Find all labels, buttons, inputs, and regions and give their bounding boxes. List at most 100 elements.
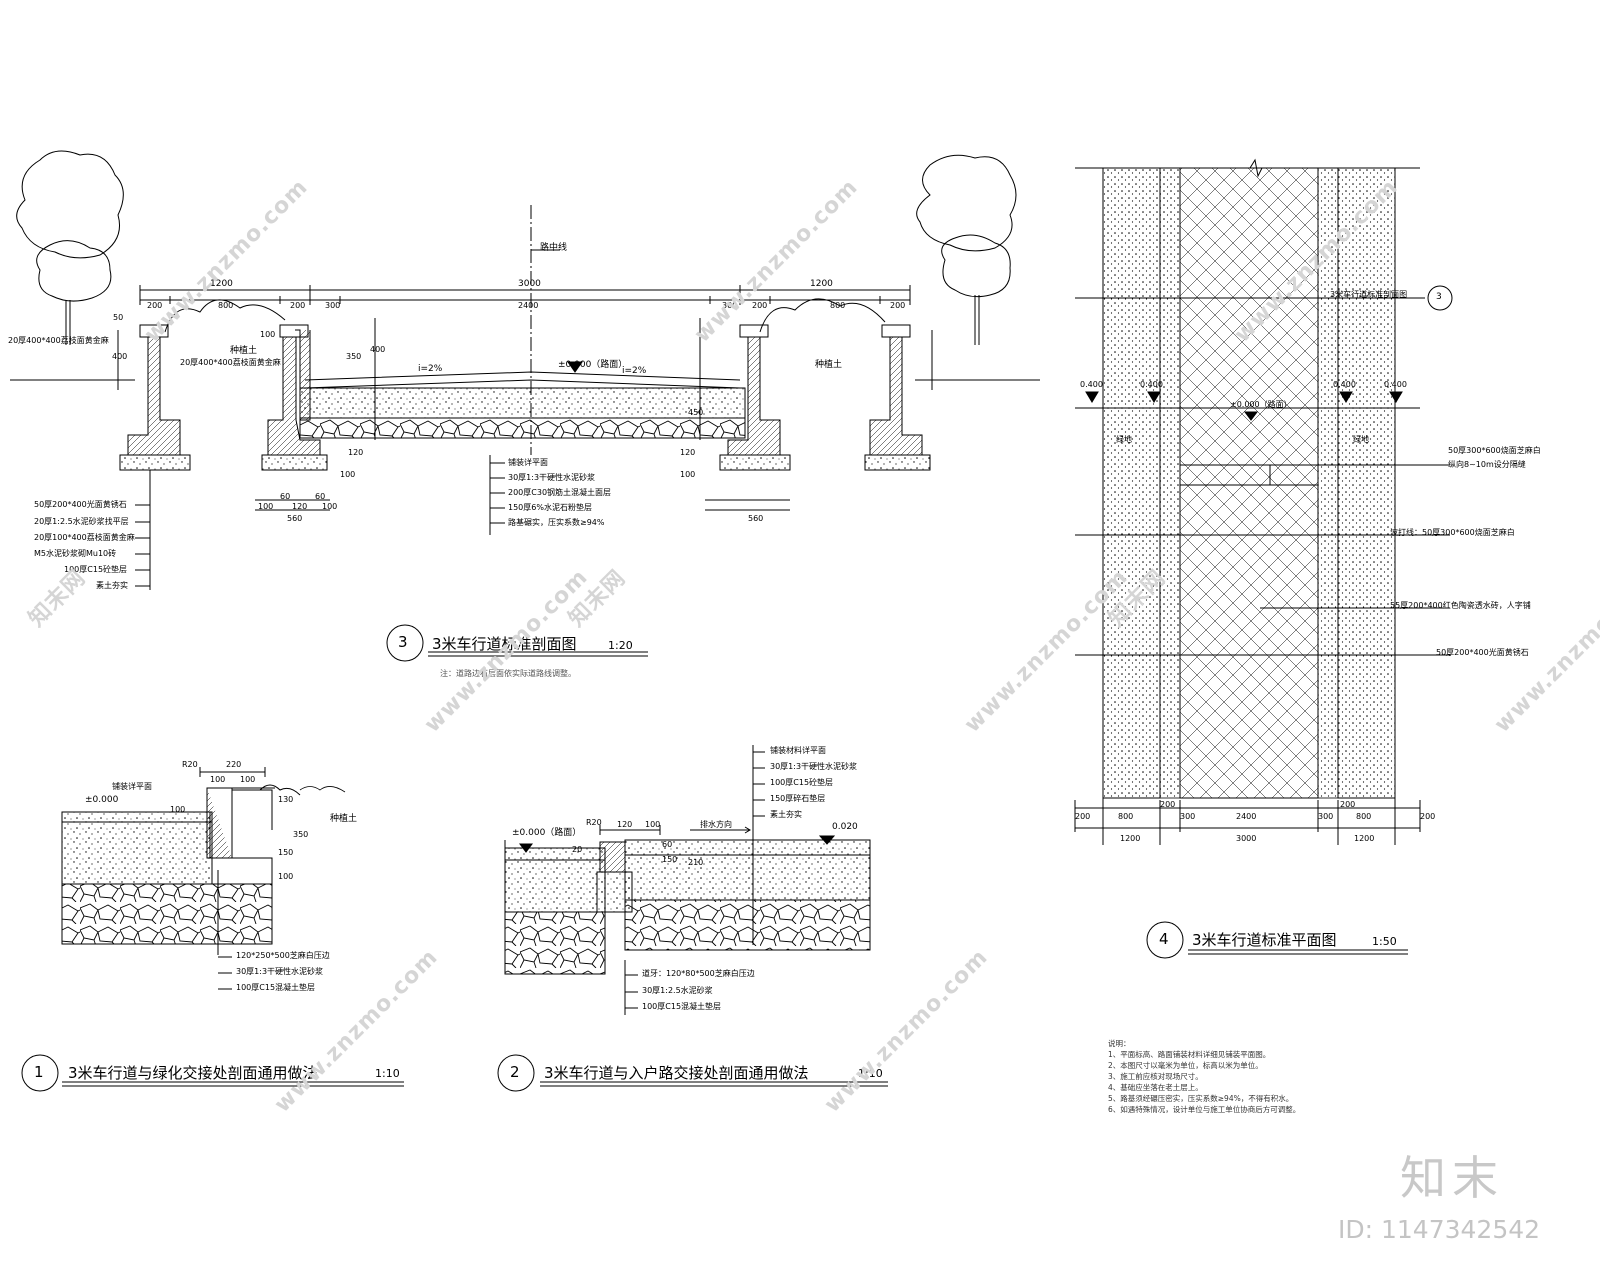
s1-layer-1: 120*250*500芝麻白压边 <box>236 951 330 960</box>
slope-left-label: i=2% <box>418 364 443 374</box>
plan-dim1-8: 800 <box>1356 812 1372 821</box>
fence-left-label: 种植土 <box>230 346 258 356</box>
plan-green-left: 绿地 <box>1116 435 1132 444</box>
note-line-6: 6、如遇特殊情况，设计单位与施工单位协商后方可调整。 <box>1108 1105 1301 1114</box>
s1-dim-1: 220 <box>226 760 242 769</box>
plan-green-right: 绿地 <box>1353 435 1369 444</box>
fence-right-label: 种植土 <box>815 360 843 370</box>
dim-second-3: 200 <box>290 301 306 310</box>
curb-top-mid-label: 20厚400*400荔枝面黄金麻 <box>180 358 281 367</box>
s1-dim-3: 100 <box>240 775 256 784</box>
plan-dim1-7: 200 <box>1340 800 1356 809</box>
plan-dim2-3: 1200 <box>1354 834 1375 843</box>
section3-note: 注：道路边石层面依实际道路线调整。 <box>440 669 576 678</box>
s2-dim-4: 20 <box>572 845 583 854</box>
s1-dim-5: 130 <box>278 795 294 804</box>
vdim-3: 350 <box>346 352 362 361</box>
dim-second-5: 2400 <box>518 301 539 310</box>
plan-label-1: 50厚300*600烧面芝麻白 <box>1448 446 1541 455</box>
plan-label-5: 50厚200*400光面黄锈石 <box>1436 648 1529 657</box>
s2-dim-3: R20 <box>586 818 602 827</box>
vdim-4: 400 <box>370 345 386 354</box>
s2-layer-top-1: 铺装材料详平面 <box>770 746 826 755</box>
s1-layer-2: 30厚1:3干硬性水泥砂浆 <box>236 967 324 976</box>
layer-center-5: 路基碾实，压实系数≥94% <box>508 518 605 527</box>
footing-dim-2: 60 <box>280 492 291 501</box>
plan-dim1-9: 200 <box>1420 812 1436 821</box>
s2-layer-bottom-1: 道牙：120*80*500芝麻白压边 <box>642 969 755 978</box>
plan-dim2-2: 3000 <box>1236 834 1257 843</box>
plan-elev-4: 0.400 <box>1384 380 1407 389</box>
s1-dim-2: 100 <box>210 775 226 784</box>
section2-title: 3米车行道与入户路交接处剖面通用做法 <box>544 1064 809 1082</box>
footing-dim-4: 60 <box>315 492 326 501</box>
footing-dim-5: 100 <box>322 502 338 511</box>
plan4-number: 4 <box>1159 930 1169 948</box>
s1-fence: 种植土 <box>330 814 358 824</box>
plan4-title: 3米车行道标准平面图 <box>1192 931 1337 949</box>
footing-dim-1: 100 <box>258 502 274 511</box>
vdim-1: 50 <box>113 313 124 322</box>
plan-dim2-1: 1200 <box>1120 834 1141 843</box>
dim-second-4: 300 <box>325 301 341 310</box>
dim-top-3: 1200 <box>810 279 833 289</box>
section1-scale: 1:10 <box>375 1067 400 1080</box>
s2-dim-7: 60 <box>662 840 673 849</box>
s1-dim-6: 350 <box>293 830 309 839</box>
watermark-id: ID: 1147342542 <box>1338 1215 1541 1244</box>
s2-dim-5: 150 <box>662 855 678 864</box>
layer-left-4: M5水泥砂浆砌Mu10砖 <box>34 549 117 558</box>
s1-layer-3: 100厚C15混凝土垫层 <box>236 983 316 992</box>
layer-center-4: 150厚6%水泥石粉垫层 <box>508 503 592 512</box>
vdim-5: 100 <box>260 330 276 339</box>
section3-scale: 1:20 <box>608 639 633 652</box>
layer-left-5: 100厚C15砼垫层 <box>64 565 128 574</box>
layer-center-3: 200厚C30钢筋土混凝土面层 <box>508 488 612 497</box>
dim-top-1: 1200 <box>210 279 233 289</box>
section3-drawing <box>10 150 1040 662</box>
s1-pave-label: 铺装详平面 <box>112 782 152 791</box>
s2-elev-left: ±0.000（路面） <box>512 828 582 838</box>
plan-label-3: 波打线：50厚300*600烧面芝麻白 <box>1390 528 1515 537</box>
vdim-8: 100 <box>340 470 356 479</box>
road-elevation-label: ±0.000（路面） <box>558 360 628 370</box>
plan4-drawing <box>1074 158 1453 959</box>
s2-dim-2: 100 <box>645 820 661 829</box>
footing-dim-3: 120 <box>292 502 308 511</box>
tree-left-icon <box>16 150 124 345</box>
vdim-7: 120 <box>348 448 364 457</box>
s2-layer-bottom-2: 30厚1:2.5水泥砂浆 <box>642 986 713 995</box>
plan-elev-1: 0.400 <box>1080 380 1103 389</box>
note-line-1: 1、平面标高、路面铺装材料详细见铺装平面图。 <box>1108 1050 1271 1059</box>
plan-center-elev: ±0.000（路面） <box>1230 400 1292 409</box>
s2-layer-top-3: 100厚C15砼垫层 <box>770 778 834 787</box>
s1-elevation: ±0.000 <box>85 795 119 805</box>
layer-center-2: 30厚1:3干硬性水泥砂浆 <box>508 473 596 482</box>
section2-number: 2 <box>510 1063 520 1081</box>
dim-second-6: 300 <box>722 301 738 310</box>
dim-top-2: 3000 <box>518 279 541 289</box>
design-notes: 说明： 1、平面标高、路面铺装材料详细见铺装平面图。 2、本图尺寸以毫米为单位，… <box>1108 1038 1578 1115</box>
layer-left-2: 20厚1:2.5水泥砂浆找平层 <box>34 517 129 526</box>
s2-dim-6: 210 <box>688 858 704 867</box>
s2-elev-right: 0.020 <box>832 822 858 832</box>
plan-elev-2: 0.400 <box>1140 380 1163 389</box>
dim-second-2: 800 <box>218 301 234 310</box>
vdim-10: 100 <box>680 470 696 479</box>
plan-section-num: 3 <box>1436 292 1442 302</box>
centerline-label: 路中线 <box>540 243 568 253</box>
vdim-9: 120 <box>680 448 696 457</box>
section3-title: 3米车行道标准剖面图 <box>432 635 577 653</box>
section3-number: 3 <box>398 633 408 651</box>
plan-dim1-2: 800 <box>1118 812 1134 821</box>
s1-dim-9: R20 <box>182 760 198 769</box>
s2-layer-top-4: 150厚碎石垫层 <box>770 794 826 803</box>
footing-dim-6: 560 <box>287 514 303 523</box>
curb-top-left-label: 20厚400*400荔枝面黄金麻 <box>8 336 109 345</box>
s2-dim-1: 120 <box>617 820 633 829</box>
watermark-brand: 知末 <box>1400 1151 1504 1205</box>
s2-drain: 排水方向 <box>700 820 732 829</box>
section1-title: 3米车行道与绿化交接处剖面通用做法 <box>68 1064 318 1082</box>
slope-right-label: i=2% <box>622 366 647 376</box>
